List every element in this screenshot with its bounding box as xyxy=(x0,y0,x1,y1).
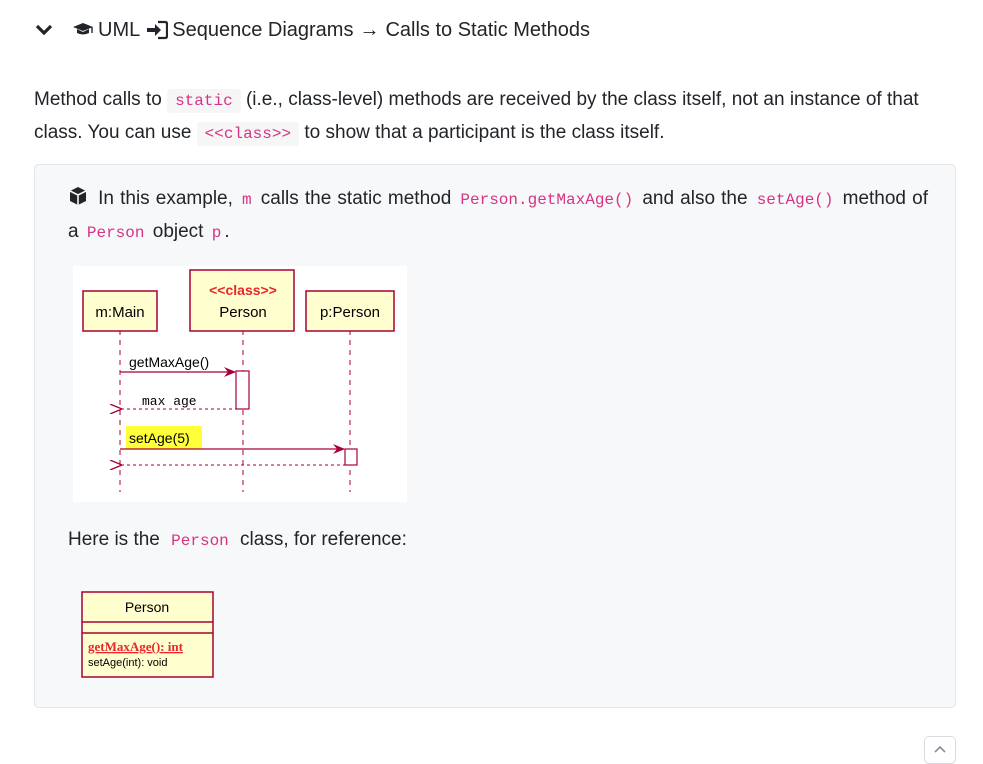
activation-class xyxy=(235,370,250,410)
participant-object-label: p:Person xyxy=(320,304,380,321)
reference-text-2: class, for reference: xyxy=(240,529,407,550)
example-text-3: and also the xyxy=(642,188,748,209)
box-icon xyxy=(68,185,88,216)
return-max-age: max age xyxy=(142,394,197,409)
class-op-setage: setAge(int): void xyxy=(88,657,167,669)
code-m: m xyxy=(242,191,252,209)
code-class-stereotype: <<class>> xyxy=(196,122,300,146)
breadcrumb-separator: → xyxy=(359,18,380,41)
sequence-diagram: m:Main <<class>> Person p:Person getMaxA… xyxy=(73,266,407,502)
intro-text-1: Method calls to xyxy=(34,89,162,110)
graduation-cap-icon xyxy=(72,21,94,39)
example-text-2: calls the static method xyxy=(260,188,452,209)
class-name: Person xyxy=(125,599,169,615)
crumb-current: Calls to Static Methods xyxy=(385,18,590,41)
code-p: p xyxy=(211,224,222,242)
example-paragraph: In this example, m calls the static meth… xyxy=(68,183,928,249)
chevron-down-icon[interactable] xyxy=(34,20,54,40)
crumb-uml[interactable]: UML xyxy=(98,18,141,41)
code-setage: setAge() xyxy=(756,191,834,209)
participant-object: p:Person xyxy=(305,290,395,332)
intro-text-2: (i.e., class-level) methods are received… xyxy=(34,89,919,143)
message-setage: setAge(5) xyxy=(129,430,190,446)
example-text-4: method of a xyxy=(68,188,928,242)
reference-paragraph: Here is the Person class, for reference: xyxy=(68,529,407,551)
intro-paragraph: Method calls to static (i.e., class-leve… xyxy=(34,84,959,150)
class-diagram: Person getMaxAge(): int setAge(int): voi… xyxy=(81,591,214,678)
activation-object xyxy=(344,448,358,466)
breadcrumb: UML Sequence Diagrams → Calls to Static … xyxy=(72,19,590,42)
participant-main: m:Main xyxy=(82,290,158,332)
participant-class-label: Person xyxy=(219,304,267,321)
participant-class: <<class>> Person xyxy=(189,269,295,332)
reference-text-1: Here is the xyxy=(68,529,160,550)
example-text-5: object xyxy=(152,221,204,242)
sign-in-icon xyxy=(146,20,169,40)
code-person-ref: Person xyxy=(171,532,229,550)
class-op-getmaxage: getMaxAge(): int xyxy=(88,639,184,654)
code-static: static xyxy=(167,89,241,113)
chevron-up-icon xyxy=(933,741,947,759)
highlight-setage xyxy=(126,426,202,449)
scroll-to-top-button[interactable] xyxy=(924,736,956,764)
code-getmaxage: Person.getMaxAge() xyxy=(460,191,634,209)
message-getmaxage: getMaxAge() xyxy=(129,354,209,370)
intro-text-3: to show that a participant is the class … xyxy=(304,122,665,143)
example-text-1: In this example, xyxy=(98,188,233,209)
header: UML Sequence Diagrams → Calls to Static … xyxy=(34,14,934,46)
participant-main-label: m:Main xyxy=(95,304,144,321)
example-box: In this example, m calls the static meth… xyxy=(34,164,956,708)
example-text-6: . xyxy=(224,221,230,242)
stereotype-label: <<class>> xyxy=(209,282,277,298)
crumb-sequence-diagrams[interactable]: Sequence Diagrams xyxy=(172,18,354,41)
code-person: Person xyxy=(86,224,145,242)
